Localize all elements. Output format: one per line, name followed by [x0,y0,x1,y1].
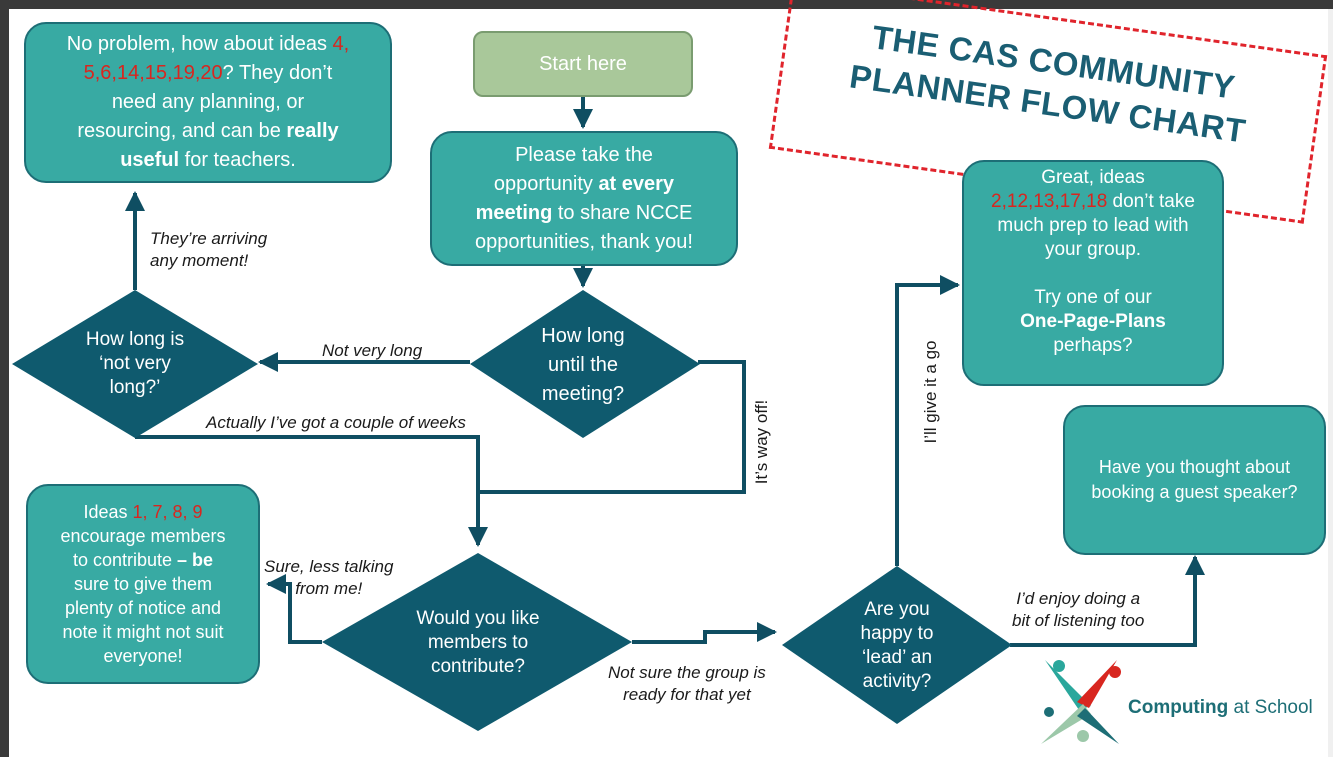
diamond-lead [782,566,1012,724]
window-left-border [0,9,9,757]
diamond-contribute [322,553,632,731]
no-problem-line-2: 5,6,14,15,19,20? They don’t [83,62,333,84]
share-line-3: meeting to share NCCE [475,201,693,224]
share-opportunities-box: Please take the opportunity at every mee… [430,131,738,266]
label-not-very-long: Not very long [322,341,423,360]
guest-speaker-box: Have you thought about booking a guest s… [1063,405,1326,555]
great-line-3: much prep to lead with [997,215,1189,236]
speaker-line-1: Have you thought about [1098,457,1291,477]
how-long-not-very-long-question: How long is ‘not very long?’ [85,329,185,398]
ideas-line-3: to contribute – be [72,550,214,570]
ideas-line-4: sure to give them [73,574,213,594]
no-problem-line-4: resourcing, and can be really [77,120,339,142]
connector-give-go [895,275,960,566]
connector-less-talking [266,574,322,644]
window-top-border [0,0,1333,9]
label-less-talking: Sure, less talking from me! [264,557,394,598]
ideas-contribute-box: Ideas 1, 7, 8, 9 encourage members to co… [26,484,260,684]
how-long-until-meeting-question: How long until the meeting? [541,324,625,405]
lead-activity-question: Are you happy to ‘lead’ an activity? [860,599,934,692]
members-contribute-question: Would you like members to contribute? [416,608,540,677]
great-line-7: perhaps? [1053,335,1133,356]
no-problem-line-5: useful for teachers. [120,149,296,171]
start-box: Start here [473,31,693,97]
great-line-1: Great, ideas [1041,167,1145,188]
great-ideas-box: Great, ideas 2,12,13,17,18 don’t take mu… [962,160,1224,386]
computing-at-school-logo-text: Computing at School [1128,697,1313,718]
great-line-5: Try one of our [1034,287,1152,308]
share-line-2: opportunity at every [493,172,675,195]
label-couple-weeks: Actually I’ve got a couple of weeks [206,413,466,432]
diamond-not-very-long [12,290,258,438]
diamond-how-long [470,290,700,438]
no-problem-line-1: No problem, how about ideas 4, [66,33,350,55]
great-line-2: 2,12,13,17,18 don’t take [991,191,1195,212]
ideas-line-2: encourage members [60,526,226,546]
label-give-it-a-go: I’ll give it a go [921,340,940,444]
share-line-1: Please take the [515,143,653,166]
connector-way-off [478,360,746,494]
connector-couple-weeks [135,435,488,547]
label-way-off: It’s way off! [752,399,771,485]
connector-not-sure [632,622,777,644]
share-line-4: opportunities, thank you! [475,230,693,253]
one-page-plans-text: One-Page-Plans [1020,311,1166,332]
label-not-sure: Not sure the group is ready for that yet [608,663,766,704]
ideas-line-7: everyone! [103,646,183,666]
ideas-line-5: plenty of notice and [64,598,222,618]
ideas-line-6: note it might not suit [62,622,224,642]
label-enjoy-listening: I’d enjoy doing a bit of listening too [1012,589,1145,630]
window-right-edge [1328,9,1333,757]
ideas-line-1: Ideas 1, 7, 8, 9 [83,502,203,522]
label-arriving: They’re arriving any moment! [150,229,268,270]
great-line-4: your group. [1044,239,1142,260]
start-label: Start here [539,53,627,75]
no-problem-box: No problem, how about ideas 4, 5,6,14,15… [24,22,392,183]
no-problem-line-3: need any planning, or [111,91,305,113]
cas-logo-mark [1041,660,1121,744]
connector-enjoy [1010,555,1205,647]
speaker-line-2: booking a guest speaker? [1091,482,1298,502]
